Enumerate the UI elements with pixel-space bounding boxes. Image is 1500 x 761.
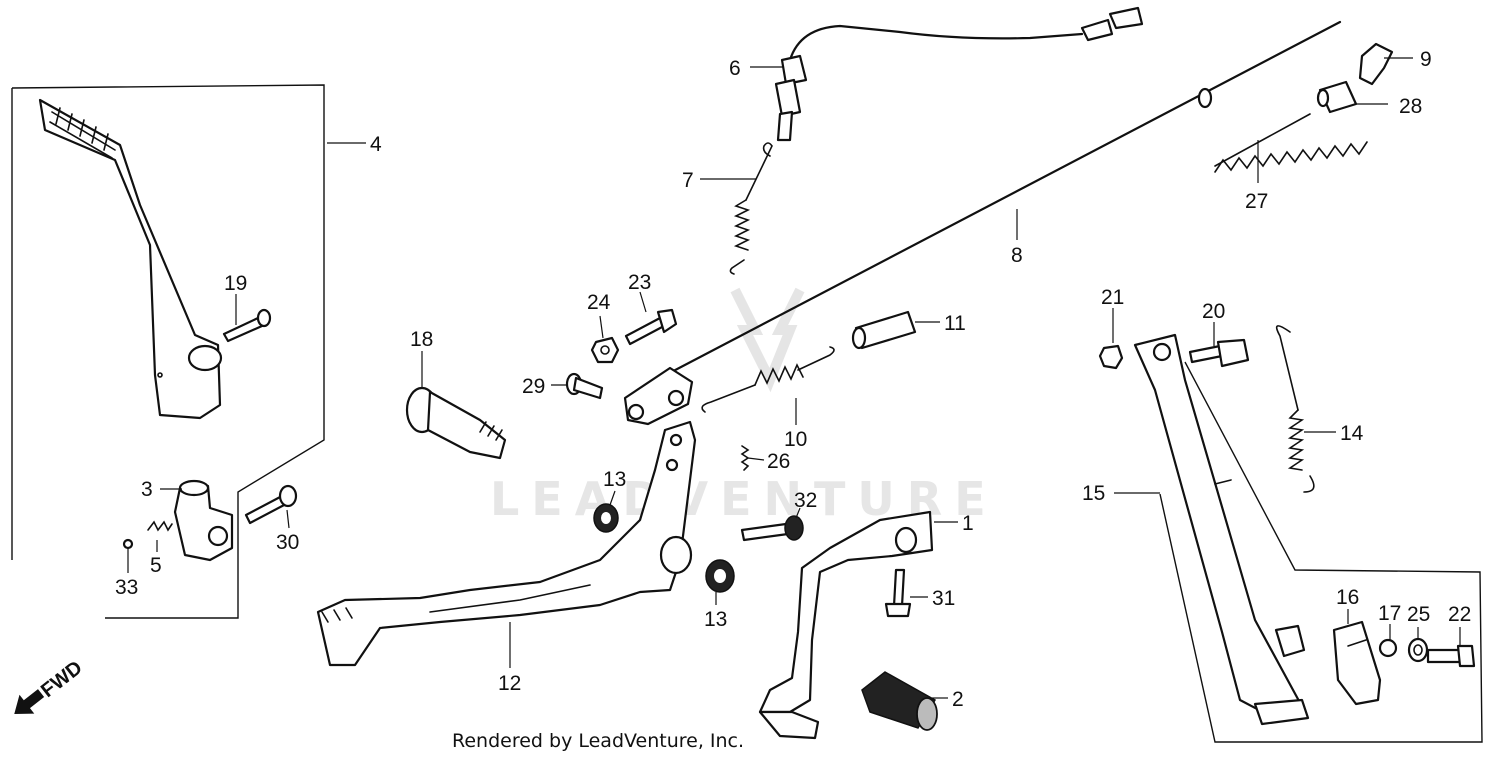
fwd-label: FWD bbox=[37, 657, 86, 702]
callout-11: 11 bbox=[944, 312, 966, 335]
bolt-19 bbox=[222, 308, 272, 343]
return-spring-7 bbox=[729, 142, 773, 275]
callout-26: 26 bbox=[767, 450, 790, 473]
callouts: 1 2 3 4 5 6 7 8 9 10 11 12 13 13 14 15 1… bbox=[115, 48, 1471, 711]
callout-2: 2 bbox=[952, 688, 964, 711]
callout-29: 29 bbox=[522, 375, 545, 398]
callout-32: 32 bbox=[794, 489, 817, 512]
shift-pedal bbox=[758, 510, 934, 740]
bolt-22 bbox=[1426, 644, 1476, 668]
callout-33: 33 bbox=[115, 576, 138, 599]
kick-starter-arm bbox=[38, 98, 223, 420]
callout-4: 4 bbox=[370, 133, 382, 156]
washer-25 bbox=[1407, 637, 1429, 663]
callout-14: 14 bbox=[1340, 422, 1364, 445]
callout-13-lower: 13 bbox=[704, 608, 727, 631]
side-stand bbox=[1133, 333, 1310, 726]
bolt-31 bbox=[884, 568, 912, 618]
switch-cable-6 bbox=[774, 6, 1144, 142]
brake-spring-10 bbox=[701, 346, 835, 413]
washer-13-upper bbox=[593, 503, 619, 533]
callout-7: 7 bbox=[682, 169, 694, 192]
fwd-arrow-icon: FWD bbox=[14, 657, 87, 715]
callout-23: 23 bbox=[628, 271, 651, 294]
callout-19: 19 bbox=[224, 272, 247, 295]
washer-13-lower bbox=[705, 559, 735, 593]
callout-10: 10 bbox=[784, 428, 807, 451]
detent-spring-5 bbox=[147, 520, 173, 532]
joint-pin-29 bbox=[565, 372, 604, 400]
callout-16: 16 bbox=[1336, 586, 1359, 609]
callout-3: 3 bbox=[141, 478, 153, 501]
callout-15: 15 bbox=[1082, 482, 1105, 505]
callout-21: 21 bbox=[1101, 286, 1124, 309]
callout-5: 5 bbox=[150, 554, 162, 577]
callout-25: 25 bbox=[1407, 603, 1430, 626]
callout-18: 18 bbox=[410, 328, 433, 351]
callout-1: 1 bbox=[962, 512, 974, 535]
callout-12: 12 bbox=[498, 672, 521, 695]
stopper-9 bbox=[1358, 42, 1394, 86]
bolt-32 bbox=[740, 515, 804, 542]
callout-20: 20 bbox=[1202, 300, 1225, 323]
steel-ball-33 bbox=[122, 538, 134, 550]
leader-lines bbox=[127, 57, 1461, 699]
sleeve-11 bbox=[851, 310, 917, 350]
callout-24: 24 bbox=[587, 291, 611, 314]
render-credit: Rendered by LeadVenture, Inc. bbox=[452, 730, 745, 752]
callout-9: 9 bbox=[1420, 48, 1432, 71]
pivot-shaft-18 bbox=[405, 386, 507, 460]
bolt-20 bbox=[1188, 338, 1250, 368]
callout-13-upper: 13 bbox=[603, 468, 626, 491]
rod-joint bbox=[623, 366, 694, 426]
callout-30: 30 bbox=[276, 531, 299, 554]
callout-22: 22 bbox=[1448, 603, 1471, 626]
nut-21 bbox=[1098, 344, 1124, 370]
callout-27: 27 bbox=[1245, 190, 1268, 213]
stand-spring-14 bbox=[1275, 325, 1315, 493]
callout-6: 6 bbox=[729, 57, 741, 80]
pedal-rubber-2 bbox=[861, 671, 938, 731]
bolt-30 bbox=[244, 484, 298, 525]
collar-17 bbox=[1378, 638, 1398, 658]
brake-rod bbox=[658, 20, 1342, 380]
collar-28 bbox=[1316, 80, 1358, 114]
callout-8: 8 bbox=[1011, 244, 1023, 267]
spring-clip-26 bbox=[740, 445, 750, 471]
callout-17: 17 bbox=[1378, 602, 1401, 625]
callout-31: 31 bbox=[932, 587, 955, 610]
stand-pad-16 bbox=[1332, 620, 1382, 706]
callout-28: 28 bbox=[1399, 95, 1422, 118]
watermark-logo bbox=[730, 287, 805, 393]
bolt-23 bbox=[624, 308, 678, 346]
nut-24 bbox=[590, 336, 620, 364]
spring-27 bbox=[1214, 113, 1368, 173]
kick-pivot-block bbox=[173, 479, 234, 562]
brake-pedal bbox=[316, 420, 697, 667]
group-frame-kickstarter bbox=[11, 84, 325, 619]
group-frame-sidestand bbox=[1159, 361, 1483, 743]
